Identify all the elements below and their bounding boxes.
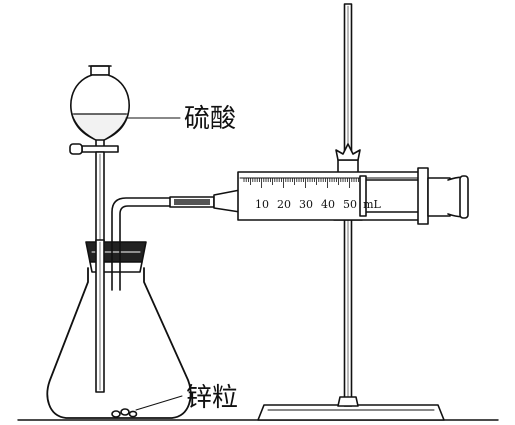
zinc-granule	[128, 410, 138, 418]
stand-base	[257, 404, 445, 421]
erlenmeyer-flask	[46, 239, 192, 419]
scale-label: 20	[277, 198, 291, 211]
clamp-screw	[335, 143, 361, 161]
acid-liquid	[71, 113, 129, 143]
zinc-granule	[111, 410, 121, 418]
label-zinc-granules: 锌粒	[186, 383, 238, 413]
scale-label: 50	[343, 198, 357, 211]
scale-label: 10	[255, 198, 269, 211]
scale-label: 40	[321, 198, 335, 211]
syringe-scale-labels: 10 20 30 40 50 mL	[255, 198, 382, 211]
leader-zinc	[135, 395, 183, 411]
flask-body	[46, 267, 192, 419]
syringe	[213, 167, 469, 225]
scale-unit: mL	[363, 198, 381, 211]
scale-label: 30	[299, 198, 313, 211]
syringe-scale	[243, 178, 359, 188]
funnel-stopcock	[81, 145, 119, 153]
zinc-granule	[120, 408, 130, 416]
label-sulfuric-acid: 硫酸	[184, 104, 236, 134]
